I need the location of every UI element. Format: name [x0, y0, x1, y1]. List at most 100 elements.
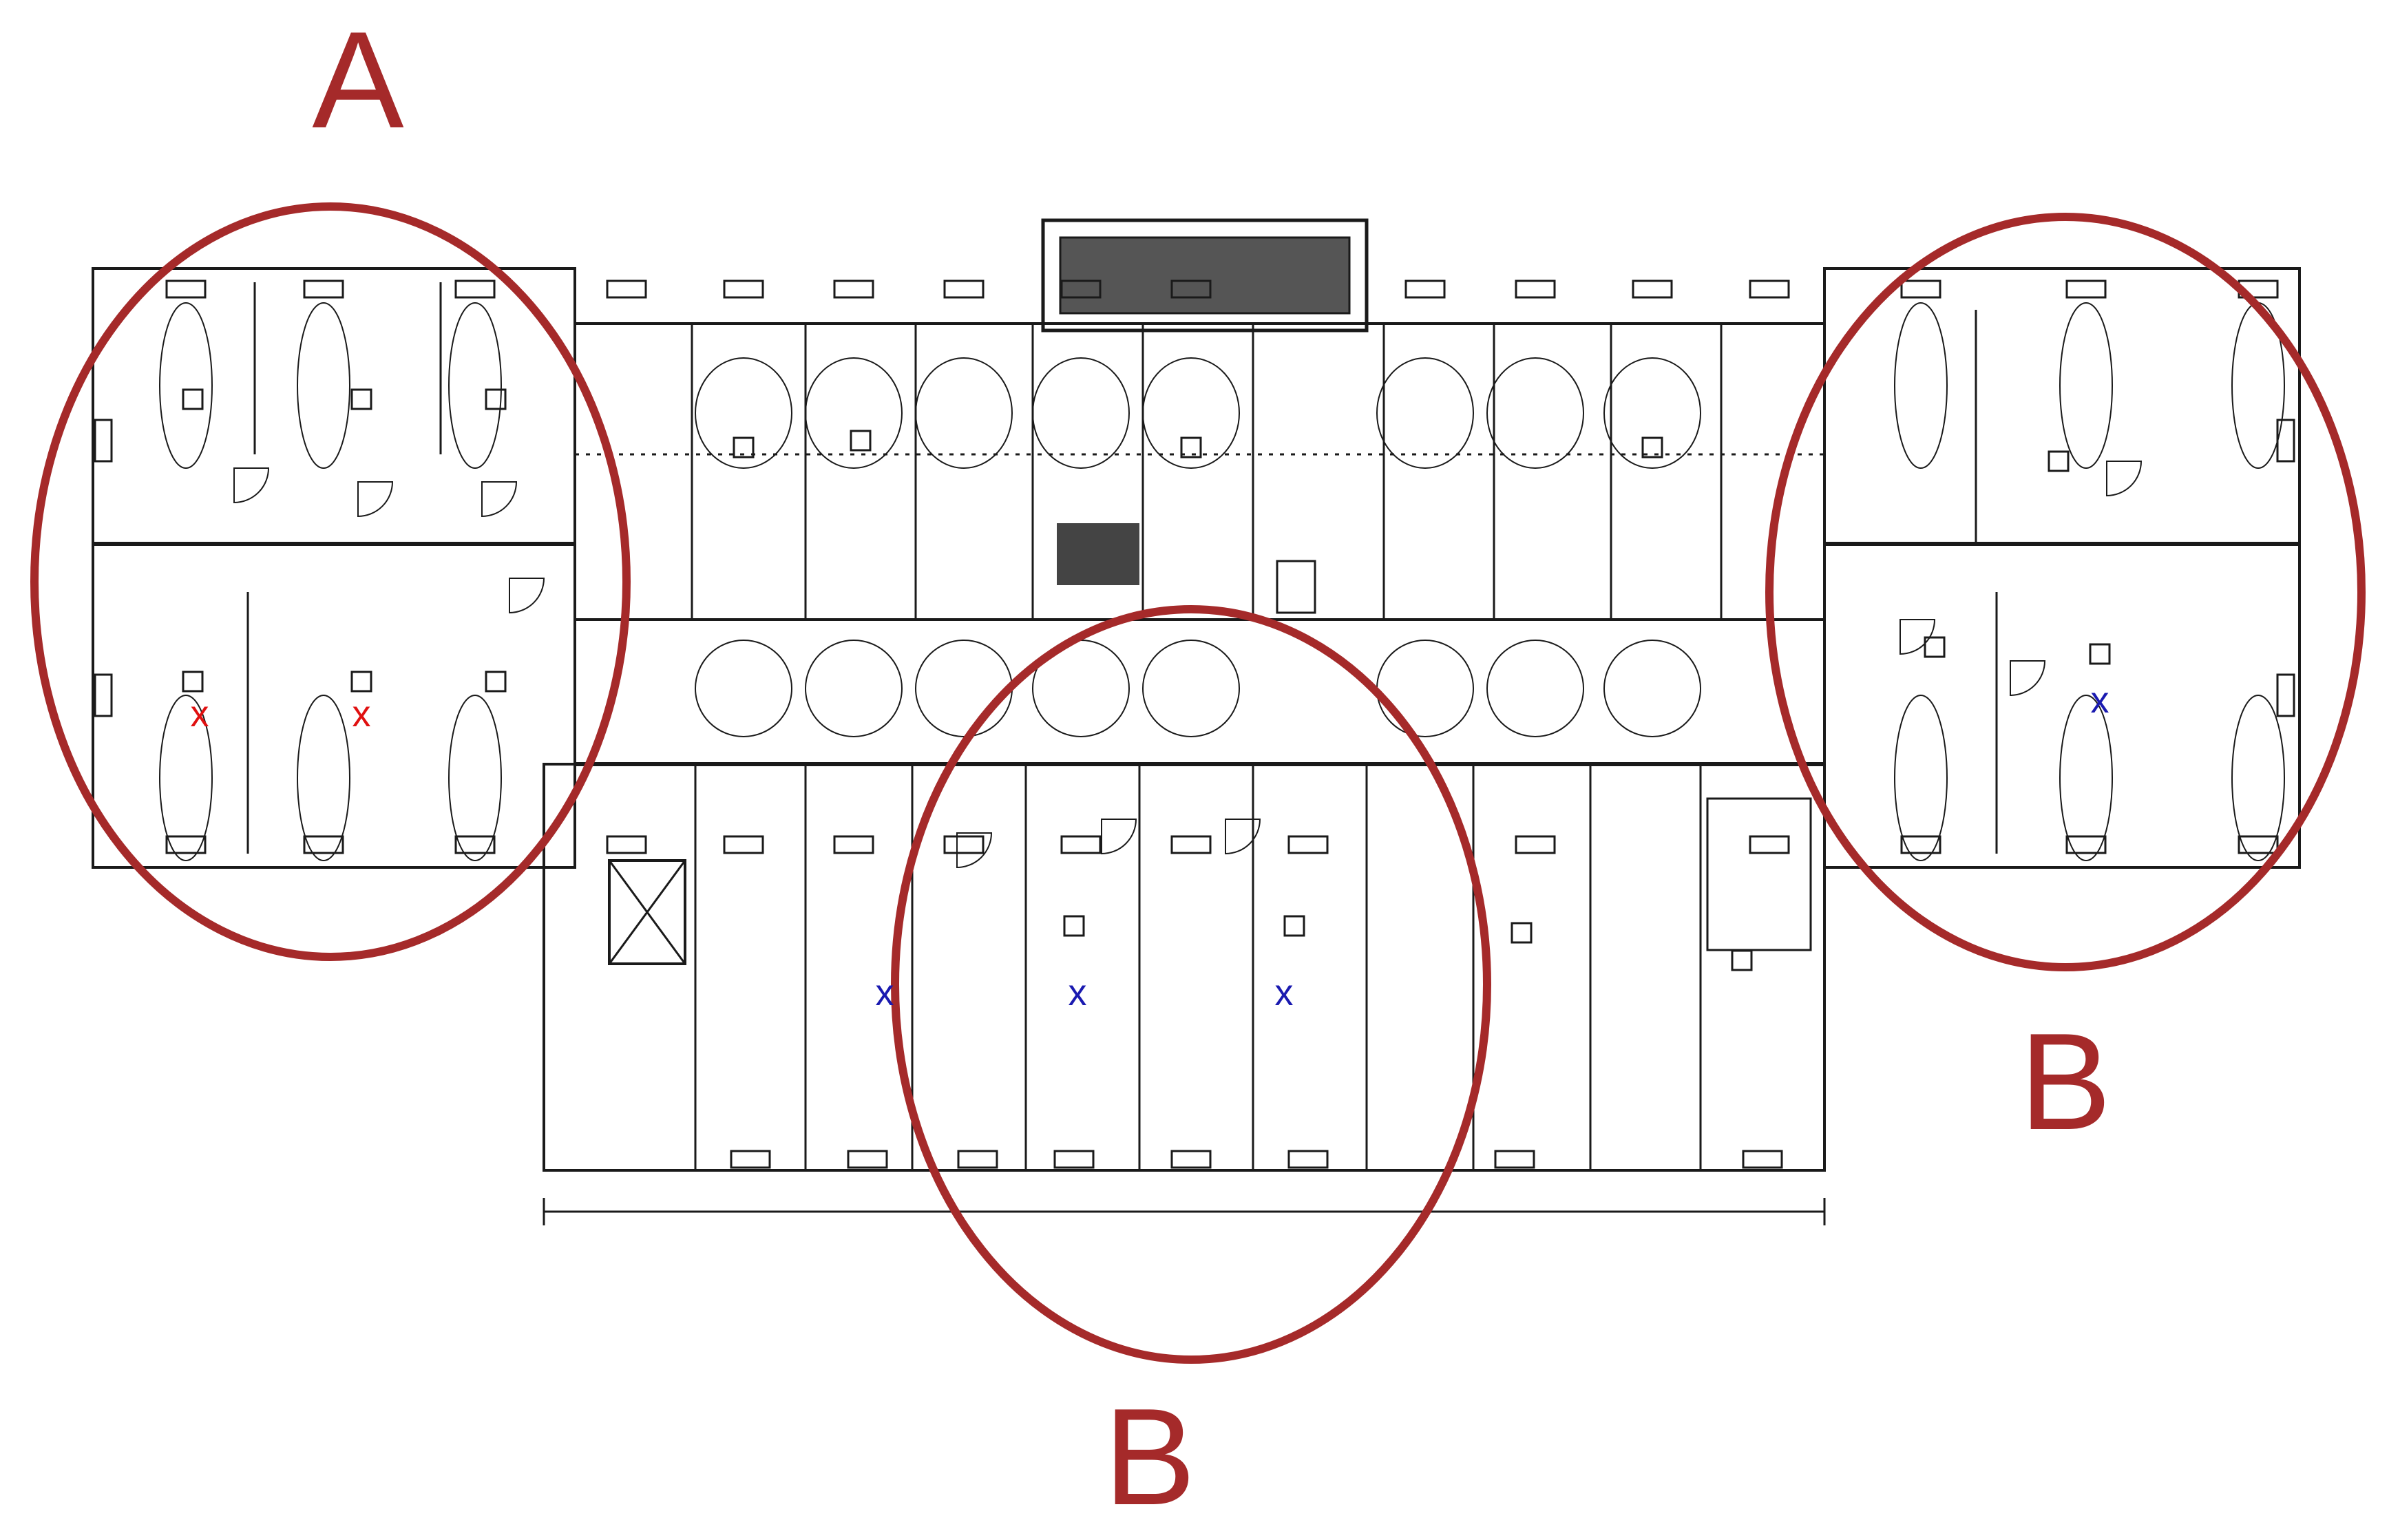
light-fixture-icon — [2048, 450, 2070, 472]
window-icon — [1632, 279, 1673, 299]
window-icon — [303, 835, 344, 854]
zone-b-marker: x — [1069, 972, 1087, 1013]
stair-icon — [608, 523, 1812, 965]
light-fixture-icon — [448, 302, 502, 469]
room-partitions — [246, 282, 1998, 1170]
window-icon — [1170, 279, 1212, 299]
light-fixture-icon — [159, 302, 213, 469]
door-swing-icon — [357, 481, 394, 518]
window-icon — [1053, 1150, 1095, 1169]
window-icon — [2065, 835, 2107, 854]
zone-b-right-label: B — [2019, 1005, 2111, 1159]
window-icon — [833, 835, 874, 854]
door-swing-icon — [233, 467, 270, 504]
light-fixture-icon — [733, 436, 755, 458]
light-fixture-icon — [350, 388, 372, 410]
window-icon — [1515, 835, 1556, 854]
light-fixture-icon — [1511, 922, 1533, 944]
light-fixture-icon — [448, 695, 502, 861]
light-fixture-icon — [805, 357, 903, 469]
zone-a-outline — [30, 202, 631, 961]
door-swings — [233, 461, 2143, 869]
window-icon — [1170, 835, 1212, 854]
window-icon — [1170, 1150, 1212, 1169]
door-swing-icon — [2106, 461, 2143, 497]
light-fixture-icon — [915, 357, 1013, 469]
window-icon — [1749, 279, 1790, 299]
light-fixture-icon — [297, 695, 350, 861]
light-fixture-icon — [915, 640, 1013, 737]
light-fixture-icon — [1603, 357, 1701, 469]
window-icon — [1287, 835, 1329, 854]
window-icon — [1742, 1150, 1783, 1169]
light-fixture-icon — [1142, 357, 1240, 469]
door-swing-icon — [1899, 619, 1936, 655]
light-fixture-icon — [1486, 357, 1584, 469]
light-fixture-icon — [485, 388, 507, 410]
window-icon — [1494, 1150, 1535, 1169]
window-icon — [1404, 279, 1446, 299]
window-icon — [2065, 279, 2107, 299]
light-fixture-icon — [805, 640, 903, 737]
light-fixture-icon — [1283, 915, 1305, 937]
door-swing-icon — [1225, 819, 1261, 855]
window-icon — [1060, 279, 1102, 299]
window-icon — [454, 279, 496, 299]
window-icon — [606, 835, 647, 854]
light-fixture-icon — [1486, 640, 1584, 737]
window-icon — [165, 835, 207, 854]
light-fixture-icon — [1376, 640, 1474, 737]
light-fixture-icon — [1894, 302, 1948, 469]
light-fixture-icon — [1032, 357, 1130, 469]
zone-b-marker: x — [1275, 972, 1294, 1013]
light-fixture-icon — [695, 640, 792, 737]
light-fixture-icon — [1063, 915, 1085, 937]
window-icon — [1515, 279, 1556, 299]
zone-a-marker: x — [191, 693, 209, 735]
window-icon — [1900, 835, 1941, 854]
light-fixture-icon — [695, 357, 792, 469]
windows — [94, 279, 2295, 1169]
light-fixtures — [159, 302, 2285, 971]
window-icon — [847, 1150, 888, 1169]
door-swing-icon — [509, 578, 545, 614]
light-fixture-icon — [1894, 695, 1948, 861]
zone-a-marker: x — [352, 693, 371, 735]
window-icon — [94, 673, 113, 717]
zone-b-center-label: B — [1104, 1380, 1195, 1534]
door-swing-icon — [481, 481, 518, 518]
zone-b-marker: x — [2091, 679, 2109, 721]
window-icon — [723, 279, 764, 299]
window-icon — [730, 1150, 771, 1169]
light-fixture-icon — [182, 671, 204, 693]
light-fixture-icon — [1376, 357, 1474, 469]
window-icon — [833, 279, 874, 299]
window-icon — [943, 835, 985, 854]
light-fixture-icon — [350, 671, 372, 693]
window-icon — [1060, 835, 1102, 854]
window-icon — [606, 279, 647, 299]
window-icon — [165, 279, 207, 299]
ventilation-shaft-icon — [1041, 218, 1369, 333]
window-icon — [454, 835, 496, 854]
window-icon — [1749, 835, 1790, 854]
light-fixture-icon — [2231, 695, 2285, 861]
window-icon — [957, 1150, 998, 1169]
door-swing-icon — [956, 832, 993, 869]
light-fixture-icon — [159, 695, 213, 861]
light-fixture-icon — [2089, 643, 2111, 665]
window-icon — [1287, 1150, 1329, 1169]
zone-b-marker: x — [876, 972, 894, 1013]
light-fixture-icon — [182, 388, 204, 410]
light-fixture-icon — [1603, 640, 1701, 737]
light-fixture-icon — [2059, 695, 2113, 861]
light-fixture-icon — [850, 430, 872, 452]
light-fixture-icon — [1641, 436, 1663, 458]
zone-b-right-outline — [1765, 213, 2366, 971]
window-icon — [723, 835, 764, 854]
window-icon — [2276, 673, 2295, 717]
light-fixture-icon — [485, 671, 507, 693]
light-fixture-icon — [1731, 949, 1753, 971]
light-fixture-icon — [1924, 636, 1946, 658]
